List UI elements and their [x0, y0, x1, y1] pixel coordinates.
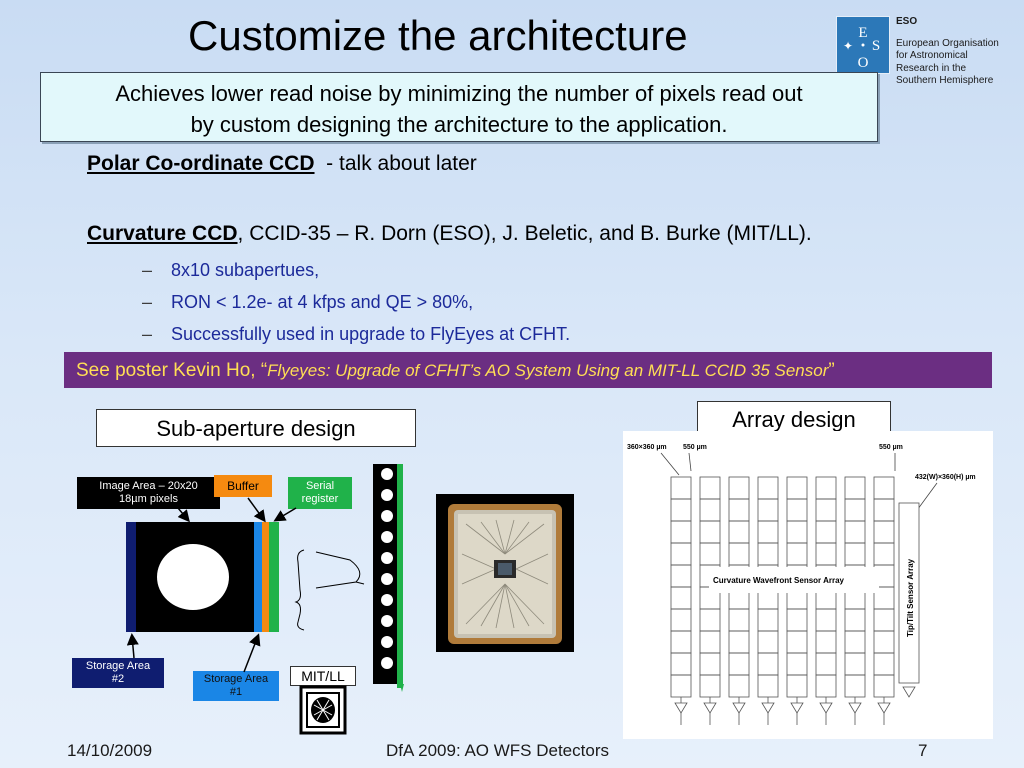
array-side-label: Tip/Tilt Sensor Array	[906, 558, 915, 637]
array-center-label: Curvature Wavefront Sensor Array	[713, 576, 845, 585]
curvature-rest: , CCID-35 – R. Dorn (ESO), J. Beletic, a…	[237, 222, 812, 245]
logo-line: Research in the	[896, 62, 967, 74]
logo-line: European Organisation	[896, 37, 999, 49]
callout-box: Achieves lower read noise by minimizing …	[40, 72, 878, 142]
buffer-strip	[262, 522, 269, 632]
eso-logo-text: ESO European Organisation for Astronomic…	[896, 16, 1020, 88]
logo-org: ESO	[896, 16, 918, 27]
logo-letter-e: E	[858, 25, 867, 41]
ccd-chip-photo	[436, 494, 574, 652]
storage-area-1-strip	[254, 522, 262, 632]
dim-gap2: 550 µm	[879, 444, 903, 451]
footer-page: 7	[918, 741, 928, 760]
buffer-tag: Buffer	[214, 475, 272, 497]
polar-heading: Polar Co-ordinate CCD	[87, 152, 315, 175]
dim-tiptilt: 432(W)×360(H) µm	[915, 474, 976, 481]
logo-line: for Astronomical	[896, 50, 968, 61]
mitll-logo-icon	[299, 685, 347, 735]
curvature-line: Curvature CCD, CCID-35 – R. Dorn (ESO), …	[87, 222, 812, 246]
logo-line: Southern Hemisphere	[896, 75, 994, 86]
storage-area-1-tag: Storage Area#1	[193, 671, 279, 701]
footer-date: 14/10/2009	[67, 741, 153, 760]
subaperture-diagram	[126, 497, 365, 673]
bullet-item: –Successfully used in upgrade to FlyEyes…	[142, 324, 571, 344]
callout-line: Achieves lower read noise by minimizing …	[115, 81, 803, 106]
polar-line: Polar Co-ordinate CCD - talk about later	[87, 152, 477, 176]
polar-rest: - talk about later	[314, 152, 477, 175]
aperture-circle	[157, 544, 229, 610]
storage-area-2-strip	[126, 522, 136, 632]
bullet-item: –8x10 subapertues,	[142, 260, 320, 280]
mitll-label: MIT/LL	[290, 666, 356, 686]
bullet-item: –RON < 1.2e- at 4 kfps and QE > 80%,	[142, 292, 474, 312]
dim-pixel: 360×360 µm	[627, 444, 667, 451]
dim-gap1: 550 µm	[683, 444, 707, 451]
eso-logo-icon: E S O ✦	[836, 16, 890, 74]
svg-text:✦: ✦	[843, 39, 853, 53]
footer-center: DfA 2009: AO WFS Detectors	[386, 741, 609, 760]
slide-title: Customize the architecture	[188, 12, 688, 59]
callout-line: by custom designing the architecture to …	[190, 112, 728, 137]
subaperture-label: Sub-aperture design	[96, 409, 416, 447]
poster-banner: See poster Kevin Ho, “Flyeyes: Upgrade o…	[64, 352, 992, 388]
logo-letter-o: O	[858, 55, 869, 71]
array-design-figure: 360×360 µm 550 µm 550 µm 432(W)×360(H) µ…	[623, 431, 993, 739]
serial-register-strip	[269, 522, 279, 632]
storage-area-2-tag: Storage Area#2	[72, 658, 164, 688]
curvature-heading: Curvature CCD	[87, 222, 238, 245]
pixel-column-diagram	[373, 464, 404, 692]
logo-letter-s: S	[872, 38, 880, 54]
